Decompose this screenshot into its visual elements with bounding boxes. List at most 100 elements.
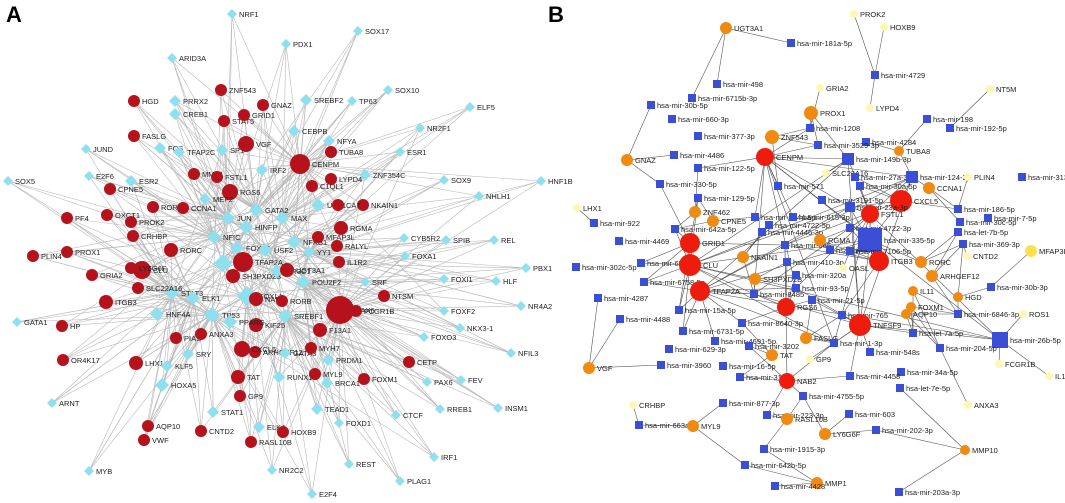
panel-a-node-label: CLU (153, 266, 168, 275)
panel-a-node-hp: HP (56, 320, 80, 332)
panel-b-edge (824, 429, 877, 435)
panel-b-node-tfap2a: TFAP2A (690, 281, 740, 301)
panel-a-node-nhlh1: NHLH1 (474, 191, 511, 201)
panel-a-edge (255, 217, 283, 300)
panel-a-edge (141, 217, 283, 271)
panel-b-node-label: hsa-mir-203a-3p (905, 488, 960, 497)
panel-a-edge (339, 309, 441, 410)
panel-a-node-insm1: INSM1 (493, 403, 528, 413)
panel-b-node-label: hsa-mir-204-5p (946, 344, 997, 353)
panel-a-node-label: FSTL1 (225, 173, 248, 182)
panel-b-node-label: hsa-mir-498 (723, 80, 763, 89)
panel-a-node-label: NFKB1 (303, 238, 327, 247)
panel-a-node-anxa3: ANXA3 (195, 328, 234, 340)
panel-a-node-label: PDX1 (293, 40, 313, 49)
panel-a-node-label: NKX3-1 (467, 324, 493, 333)
panel-a-edge (339, 174, 366, 311)
panel-b-node-hsa-mir-663a: hsa-mir-663a (635, 421, 690, 430)
panel-a-edge (261, 169, 283, 219)
panel-a-edge (130, 221, 215, 238)
panel-a-node-label: ELK1 (202, 294, 220, 303)
panel-a-node-ca7: CA7 (332, 199, 361, 211)
panel-a-node-label: NFIC (223, 233, 241, 242)
panel-a-edge (302, 281, 461, 329)
panel-a-edge (171, 262, 224, 294)
panel-b-node-ly6g6f: LY6G6F (819, 428, 861, 440)
panel-b-node-hsa-mir-877-3p: hsa-mir-877-3p (719, 399, 780, 408)
panel-a-node-tat: TAT (231, 370, 260, 384)
panel-a-edge (132, 235, 173, 294)
panel-b-edge (957, 243, 964, 298)
panel-a-node-label: GATA2 (265, 206, 288, 215)
panel-a-edge (284, 315, 441, 410)
panel-b-node-hsa-mir-629-3p: hsa-mir-629-3p (665, 345, 726, 354)
panel-b-edge (699, 158, 849, 292)
panel-a-edge (216, 176, 247, 228)
panel-a-node-label: HNF4A (166, 310, 191, 319)
panel-b: B PROK2UGT3A1hsa-mir-181a-5pHOXB9hsa-mir… (548, 2, 1065, 497)
panel-b-node-prox1: PROX1 (804, 106, 845, 120)
panel-a-node-label: GNAZ (271, 101, 292, 110)
panel-a-edge (132, 163, 301, 237)
panel-b-edge (957, 286, 992, 298)
panel-a-node-label: CETP (417, 358, 437, 367)
panel-a-node-srebf1: SREBF1 (278, 309, 323, 323)
panel-b-node-label: hsa-mir-6758-5p (650, 278, 705, 287)
panel-a-edge (281, 178, 332, 219)
panel-b-edge (764, 156, 1001, 341)
panel-b-node-label: hsa-mir-320a (802, 271, 847, 280)
panel-b-edge (999, 339, 1050, 377)
panel-b-node-label: ZNF543 (781, 133, 808, 142)
panel-a-node-label: SH3PXD2B (242, 272, 281, 281)
panel-b-node-cxcl5: CXCL5 (890, 190, 938, 212)
panel-b-edge (939, 347, 969, 406)
panel-b-node-cntd2: CNTD2 (963, 252, 998, 261)
panel-a-node-pias: PIAS (170, 332, 201, 344)
panel-b-node-label: hsa-mir-30b-3p (997, 283, 1048, 292)
panel-a-node-label: TP63 (359, 97, 377, 106)
panel-b-node-label: hsa-mir-122-5p (704, 164, 755, 173)
panel-a-node-rgma: RGMA (334, 221, 373, 235)
panel-a-node-foxm1: FOXM1 (358, 373, 398, 385)
panel-a-node-label: RREB1 (447, 405, 472, 414)
panel-a-node-e2f4: E2F4 (307, 489, 337, 499)
panel-a-edge (299, 89, 389, 165)
panel-b-node-label: hsa-mir-3529-3p (824, 141, 879, 150)
panel-b-node-label: hsa-mir-4469 (625, 237, 669, 246)
panel-b-edge (739, 354, 773, 378)
panel-b-node-myl9: MYL9 (687, 420, 721, 432)
panel-a-edge (106, 214, 173, 294)
panel-a-edge (281, 151, 401, 219)
panel-b-node-label: LYPD4 (876, 104, 899, 113)
panel-a-edge (339, 239, 447, 311)
panel-a-node-label: TUBA8 (339, 148, 363, 157)
panel-a-edge (302, 281, 522, 307)
panel-a-edge (339, 309, 401, 482)
panel-b-edge (764, 156, 797, 289)
panel-b-edge (694, 167, 699, 213)
panel-a-edge (284, 281, 304, 317)
panel-b-edge (697, 156, 766, 169)
panel-a-node-label: CNTD2 (209, 427, 234, 436)
panel-a-node-label: CA7 (346, 201, 361, 210)
panel-b-node-label: SH3PXD2B (763, 275, 802, 284)
panel-b-node-label: hsa-mir-149b-3p (856, 155, 911, 164)
panel-a-edge (339, 180, 542, 311)
panel-a-edge (302, 281, 512, 354)
panel-b-node-label: hsa-mir-93-5p (802, 284, 849, 293)
panel-b-edge (699, 290, 835, 344)
panel-a-edge (339, 267, 527, 311)
panel-a-edge (193, 163, 301, 175)
panel-b-node-hsa-mir-548s: hsa-mir-548s (866, 348, 920, 357)
panel-b-node-label: hsa-mir-330-5p (666, 180, 717, 189)
panel-a-node-stat5: STAT5 (218, 115, 254, 127)
panel-a-node-fev: FEV (456, 375, 483, 385)
panel-b-node-label: hsa-mir-6731-5p (689, 327, 744, 336)
panel-a-edge (308, 179, 445, 253)
panel-a-edge (143, 292, 173, 441)
panel-a-edge (284, 315, 397, 416)
panel-a-node-label: SPIB (453, 236, 470, 245)
panel-a-node-rorc: RORC (164, 243, 203, 257)
panel-b-node-clu: CLU (679, 254, 718, 276)
panel-b-node-hsa-mir-129-5p: hsa-mir-129-5p (694, 194, 755, 203)
